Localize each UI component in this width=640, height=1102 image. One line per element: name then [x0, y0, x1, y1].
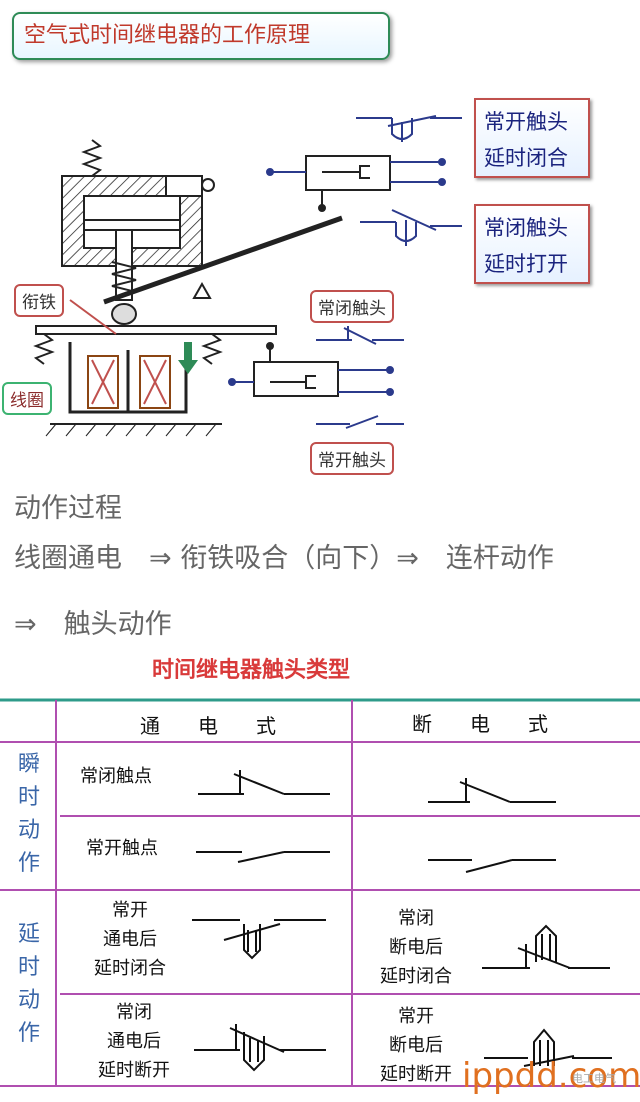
row-label-nc-delay-close-off: 常闭 断电后 延时闭合	[380, 908, 452, 987]
label-line: 延时打开	[484, 252, 568, 276]
ground-hatch	[45, 423, 217, 437]
row-label-no-delay-open-off: 常开 断电后 延时断开	[380, 1006, 452, 1085]
watermark: ippdd.com	[462, 1056, 640, 1096]
no-delay-close-symbol	[356, 115, 462, 142]
nc-delay-close-symbol-off	[482, 924, 610, 969]
no-delay-close-symbol-on	[192, 919, 326, 960]
nc-delay-open-symbol	[360, 209, 462, 246]
no-instant-symbol-off	[428, 859, 556, 873]
nc-instant-symbol-off	[428, 778, 556, 803]
lower-micro-switch	[228, 342, 394, 397]
lever-pivot	[192, 281, 212, 299]
header-deenergized: 断电式	[412, 712, 586, 736]
no-instant-symbol-on	[196, 851, 330, 863]
group-label-delay: 延时动作	[17, 922, 40, 1046]
label-armature: 衔铁	[14, 284, 64, 317]
no-delay-open-symbol-off	[484, 1028, 612, 1067]
row-label-nc-instant: 常闭触点	[80, 766, 152, 787]
label-nc-delay-open: 常闭触头 延时打开	[474, 204, 590, 284]
label-line: 延时闭合	[484, 146, 568, 170]
row-label-no-delay-close: 常开 通电后 延时闭合	[94, 900, 166, 979]
air-chamber	[61, 175, 215, 267]
watermark-small: 电工电气	[572, 1072, 616, 1085]
process-line-1: 线圈通电 ⇒ 衔铁吸合（向下）⇒ 连杆动作	[14, 543, 554, 574]
nc-contact-symbol	[316, 326, 404, 345]
row-label-nc-delay-open: 常闭 通电后 延时断开	[98, 1002, 170, 1081]
label-line: 常闭触头	[484, 216, 568, 240]
header-energized: 通电式	[140, 714, 314, 738]
relay-mechanism-diagram	[33, 115, 462, 437]
armature-pointer	[69, 299, 117, 335]
lever	[103, 215, 343, 305]
nc-delay-open-symbol-on	[194, 1024, 326, 1072]
right-spring	[201, 333, 223, 365]
label-line: 常开触头	[484, 110, 568, 134]
down-arrow-icon	[178, 342, 198, 374]
label-no-delay-close: 常开触头 延时闭合	[474, 98, 590, 178]
left-spring	[33, 333, 55, 365]
no-contact-symbol	[316, 415, 404, 429]
group-label-instant: 瞬时动作	[17, 752, 40, 876]
nc-instant-symbol-on	[198, 770, 330, 795]
label-no-contact: 常开触头	[310, 442, 394, 475]
table-grid	[0, 700, 640, 1087]
armature-plate	[35, 325, 277, 335]
piston-rod	[111, 229, 137, 325]
process-heading: 动作过程	[14, 493, 122, 524]
process-line-2: ⇒ 触头动作	[14, 609, 172, 640]
top-spring	[81, 139, 103, 177]
label-coil: 线圈	[2, 382, 52, 415]
page-title: 空气式时间继电器的工作原理	[12, 12, 390, 60]
row-label-no-instant: 常开触点	[86, 838, 158, 859]
label-nc-contact: 常闭触头	[310, 290, 394, 323]
upper-micro-switch	[266, 155, 446, 212]
electromagnet	[68, 342, 188, 414]
table-title: 时间继电器触头类型	[152, 657, 351, 683]
